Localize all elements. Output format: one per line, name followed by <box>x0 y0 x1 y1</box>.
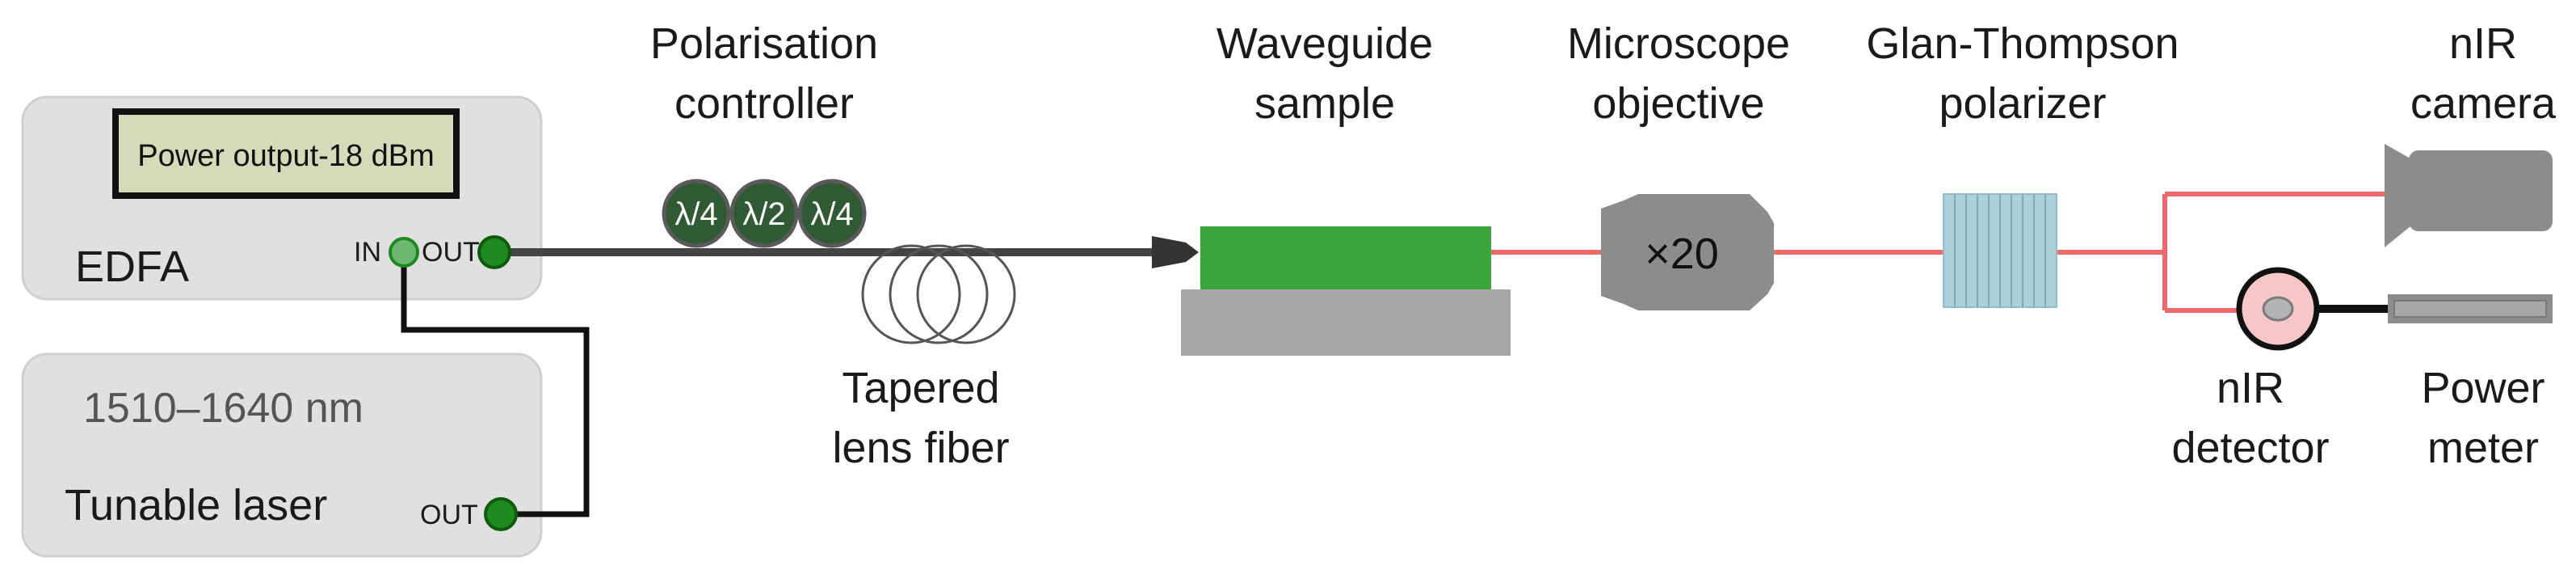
nir-detector[interactable] <box>2236 267 2320 351</box>
power-meter-label: Power <box>2421 364 2544 412</box>
polarisation-controller[interactable]: λ/4 λ/2 λ/4 <box>662 179 867 248</box>
polarisation-controller-label: controller <box>674 79 854 128</box>
polarizer-label: Glan-Thompson <box>1866 19 2179 68</box>
wave-plate <box>729 179 799 248</box>
waveguide-sample[interactable] <box>1181 226 1511 356</box>
polarisation-controller-label: Polarisation <box>650 19 878 68</box>
nir-camera[interactable] <box>2385 144 2553 247</box>
edfa-display <box>112 108 460 199</box>
edfa-out-label: OUT <box>422 237 480 268</box>
laser-box <box>21 352 543 558</box>
power-meter-label: meter <box>2427 424 2539 472</box>
edfa-label: EDFA <box>75 243 189 291</box>
power-meter-inset <box>2393 300 2547 318</box>
edfa-out-port[interactable] <box>477 235 511 269</box>
microscope-objective[interactable]: ×20 <box>1601 194 1774 310</box>
objective-label: Microscope <box>1567 19 1790 68</box>
laser-label: Tunable laser <box>65 481 327 530</box>
camera-label: nIR <box>2449 19 2517 68</box>
objective-body <box>1601 194 1774 310</box>
laser-range: 1510–1640 nm <box>83 385 363 432</box>
tapered-fiber-tip <box>1152 236 1199 268</box>
power-meter[interactable] <box>2388 294 2553 323</box>
waveguide-label: Waveguide <box>1217 19 1433 68</box>
laser-to-edfa-cable <box>401 252 590 517</box>
tapered-fiber-label: Tapered <box>842 364 999 412</box>
edfa-unit: Power output-18 dBm EDFA IN OUT <box>21 95 543 301</box>
objective-magnification: ×20 <box>1645 230 1719 278</box>
detector-label: detector <box>2171 424 2329 472</box>
laser-out-label: OUT <box>420 500 478 530</box>
waveguide-label: sample <box>1254 79 1395 128</box>
substrate <box>1181 289 1511 356</box>
edfa-in-port[interactable] <box>389 237 419 268</box>
tapered-fiber-label: lens fiber <box>832 424 1009 472</box>
detector-label: nIR <box>2217 364 2284 412</box>
wave-plate-label: λ/4 <box>674 196 717 232</box>
wave-plate-label: λ/2 <box>742 196 785 232</box>
waveguide-chip <box>1200 226 1491 289</box>
objective-label: objective <box>1592 79 1764 128</box>
polarizer-label: polarizer <box>1939 79 2106 128</box>
camera-label: camera <box>2410 79 2557 128</box>
camera-body <box>2409 150 2553 231</box>
edfa-in-label: IN <box>354 237 381 268</box>
fiber-loops <box>861 244 1016 344</box>
wave-plate <box>797 179 867 248</box>
wave-plate <box>662 179 731 248</box>
wave-plate-label: λ/4 <box>810 196 853 232</box>
glan-thompson-polarizer[interactable] <box>1943 193 2057 308</box>
camera-lens <box>2385 144 2410 247</box>
edfa-display-text: Power output-18 dBm <box>137 139 435 173</box>
detector-sensor <box>2262 296 2294 322</box>
tunable-laser-unit: 1510–1640 nm Tunable laser OUT <box>21 352 543 558</box>
laser-out-port[interactable] <box>484 497 518 531</box>
